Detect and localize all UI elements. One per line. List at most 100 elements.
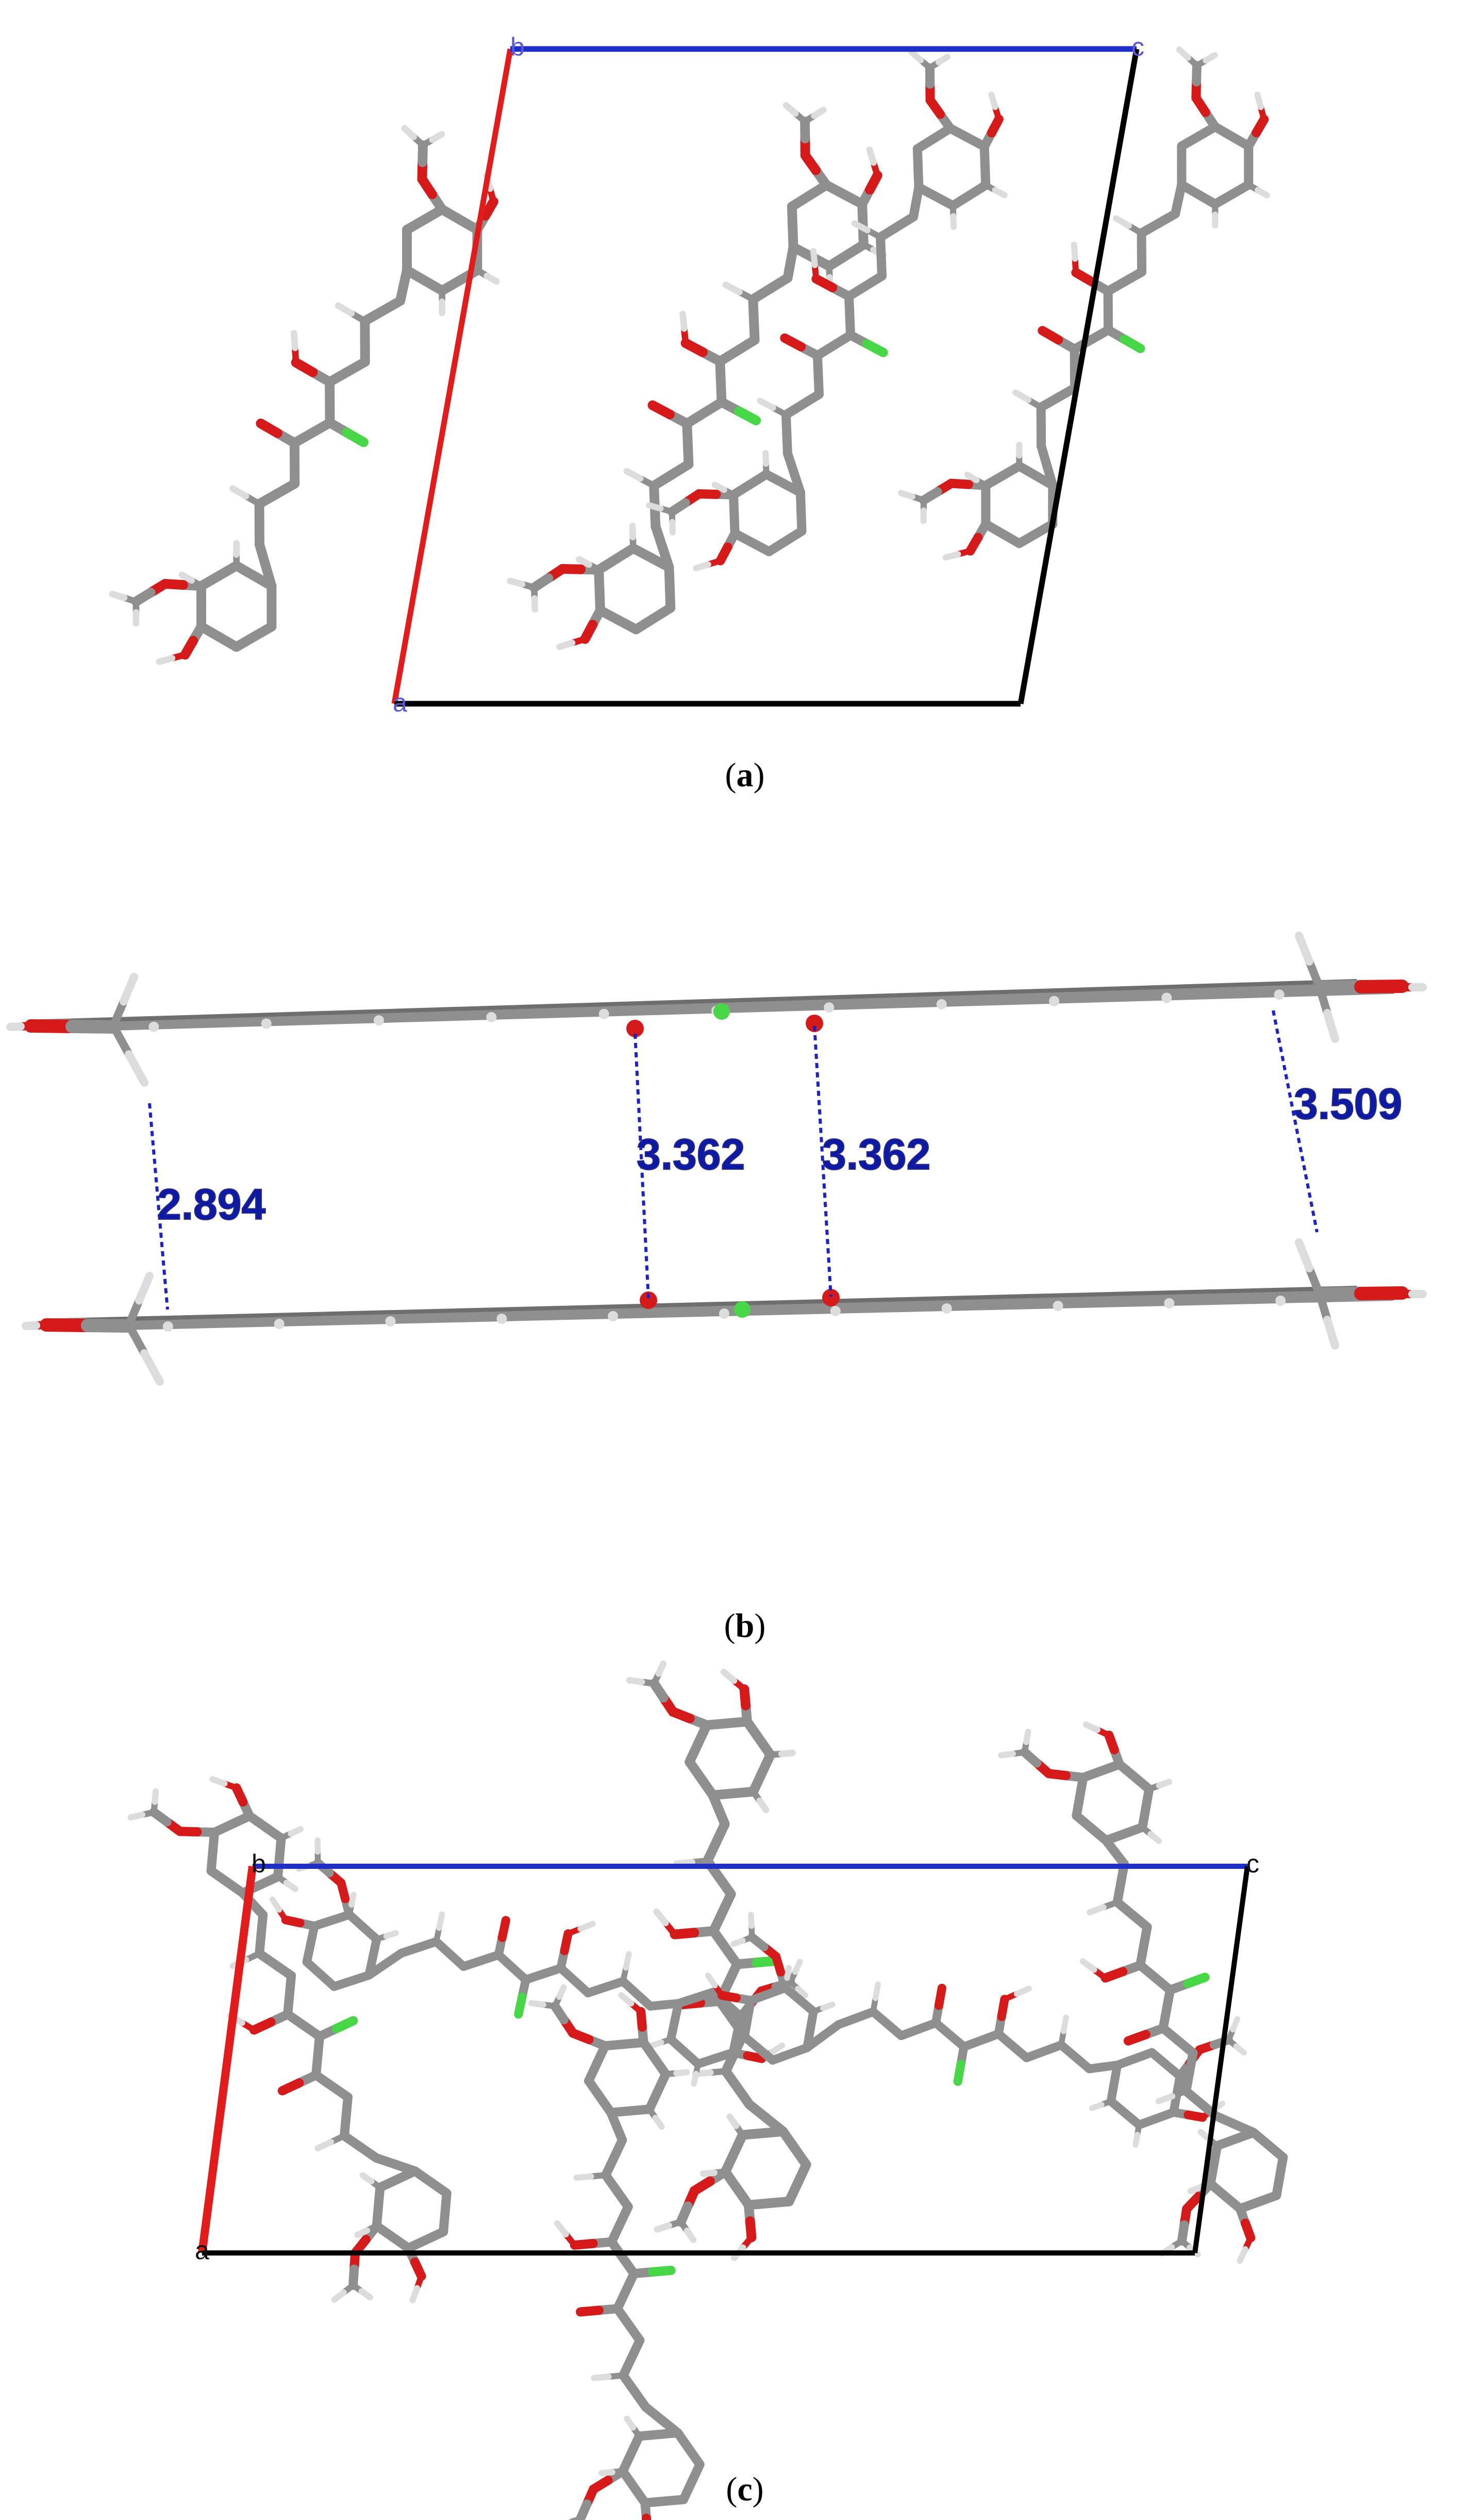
bond bbox=[359, 2172, 375, 2185]
panel-b-stacking-view: 2.894 3.362 3.362 3.509 (b) bbox=[6, 932, 1427, 1645]
panel-c-axis-a bbox=[198, 1865, 257, 2254]
bond bbox=[1323, 1009, 1339, 1043]
panel-c-molecules bbox=[127, 1660, 1288, 2520]
bond bbox=[140, 1349, 164, 1386]
bond bbox=[573, 2173, 594, 2181]
bond bbox=[866, 146, 877, 166]
bond bbox=[409, 2285, 421, 2303]
bond bbox=[398, 265, 412, 291]
hydrogen-atom bbox=[1164, 1298, 1175, 1308]
hydrogen-atom bbox=[936, 999, 947, 1009]
bond bbox=[1315, 1290, 1331, 1324]
bond bbox=[531, 595, 538, 613]
bond bbox=[988, 91, 998, 110]
bond bbox=[623, 1951, 632, 1971]
bond bbox=[484, 272, 500, 285]
hydrogen-atom bbox=[1053, 1301, 1063, 1311]
hydrogen-atom bbox=[385, 1316, 396, 1327]
bond bbox=[1071, 241, 1078, 262]
bond bbox=[1023, 1729, 1031, 1745]
bond bbox=[1082, 1721, 1101, 1733]
bond bbox=[792, 1959, 803, 1975]
hydrogen-atom bbox=[830, 1306, 841, 1316]
bond bbox=[1155, 2093, 1176, 2104]
oxygen-atom bbox=[640, 1291, 657, 1309]
panel-a-axis-label-c: c bbox=[1131, 32, 1144, 61]
bond bbox=[156, 655, 176, 665]
bond bbox=[1315, 983, 1331, 1017]
molecule bbox=[626, 1660, 811, 2261]
panel-b-caption: (b) bbox=[724, 1607, 766, 1645]
molecule bbox=[705, 1912, 1247, 2148]
bond bbox=[1016, 441, 1023, 459]
bond bbox=[726, 2113, 740, 2129]
bond bbox=[1098, 2061, 1122, 2071]
chlorine-atom bbox=[713, 1003, 730, 1020]
bond bbox=[277, 2078, 304, 2096]
bond bbox=[576, 2306, 604, 2317]
bond bbox=[618, 1992, 635, 2007]
bond bbox=[803, 2031, 827, 2052]
bond bbox=[577, 1920, 596, 1932]
bond bbox=[734, 406, 761, 425]
contact-line-2894 bbox=[148, 1103, 169, 1310]
bond bbox=[992, 187, 1008, 198]
bond bbox=[1305, 957, 1324, 991]
bond bbox=[291, 330, 298, 352]
bond bbox=[1089, 2101, 1105, 2111]
bond bbox=[391, 2160, 420, 2176]
bond bbox=[942, 551, 961, 561]
bond bbox=[1038, 326, 1063, 345]
bond bbox=[964, 471, 980, 484]
bond bbox=[1203, 52, 1218, 64]
bond bbox=[752, 1955, 781, 1968]
panel-a-axis-a bbox=[391, 48, 513, 704]
bond bbox=[1132, 2132, 1141, 2148]
bond bbox=[911, 183, 924, 207]
hydrogen-atom bbox=[1275, 1296, 1286, 1306]
bond bbox=[383, 1930, 399, 1939]
bond bbox=[6, 1022, 25, 1031]
bond bbox=[762, 450, 769, 467]
bond bbox=[109, 1022, 133, 1058]
molecule bbox=[998, 1721, 1288, 2264]
bond bbox=[1101, 1967, 1128, 1983]
bond bbox=[249, 2017, 276, 2035]
bond bbox=[1230, 2016, 1241, 2033]
bond bbox=[514, 1992, 527, 2019]
bond bbox=[1123, 2030, 1151, 2046]
distance-label: 3.509 bbox=[1294, 1080, 1402, 1128]
bond bbox=[647, 400, 675, 420]
oxygen-atom bbox=[626, 1020, 644, 1037]
bond bbox=[354, 2227, 371, 2239]
bond bbox=[439, 299, 445, 317]
bond bbox=[730, 1937, 746, 1947]
bond bbox=[708, 1790, 724, 1815]
bond bbox=[748, 1912, 755, 1929]
oxygen-atom bbox=[822, 1289, 840, 1306]
bond bbox=[1233, 2043, 1247, 2056]
bond bbox=[795, 1985, 808, 1998]
bond bbox=[950, 213, 957, 230]
bond bbox=[331, 2289, 347, 2303]
bond bbox=[566, 2515, 584, 2520]
bond bbox=[260, 560, 277, 591]
molecule bbox=[269, 1837, 808, 2087]
bond bbox=[1295, 932, 1313, 966]
hydrogen-atom bbox=[598, 1008, 609, 1019]
bond bbox=[1187, 2184, 1204, 2195]
bond bbox=[811, 106, 827, 119]
bond bbox=[780, 333, 806, 352]
bond bbox=[1230, 2119, 1258, 2137]
bond bbox=[624, 2415, 637, 2431]
panel-a-axis-label-b: b bbox=[510, 32, 525, 61]
panel-a-unit-cell-view: a b c (a) bbox=[109, 32, 1270, 794]
distance-label: 3.362 bbox=[822, 1130, 930, 1179]
bond bbox=[109, 590, 128, 601]
bond bbox=[556, 639, 576, 651]
molecule bbox=[897, 46, 1270, 561]
molecule bbox=[127, 1776, 452, 2303]
bond bbox=[712, 979, 1358, 1003]
bond bbox=[784, 1965, 792, 1981]
